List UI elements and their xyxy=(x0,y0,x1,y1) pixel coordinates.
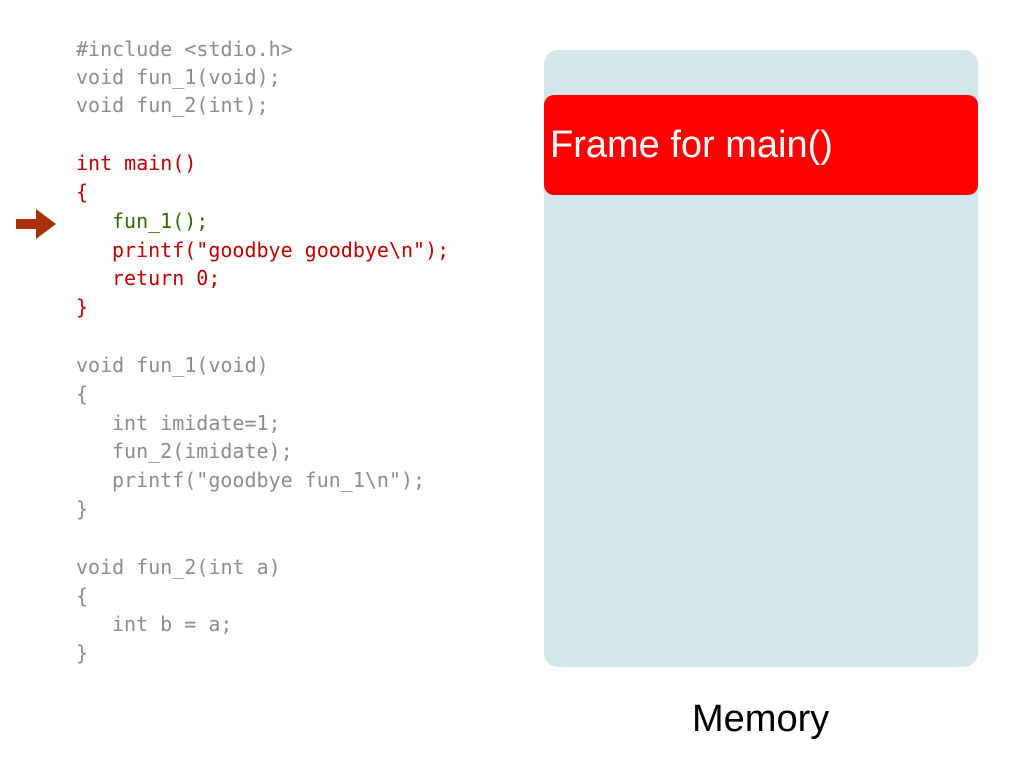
stack-frame-main: Frame for main() xyxy=(544,95,978,195)
code-line: void fun_1(void); xyxy=(76,65,281,89)
code-line: void fun_1(void) xyxy=(76,353,269,377)
code-line: void fun_2(int); xyxy=(76,93,269,117)
stack-frame-label: Frame for main() xyxy=(550,124,833,166)
code-line: int b = a; xyxy=(112,612,233,636)
code-line: } xyxy=(76,295,89,319)
code-line: #include <stdio.h> xyxy=(76,37,293,61)
code-line: printf("goodbye goodbye\n"); xyxy=(112,238,450,262)
right-arrow-icon xyxy=(16,209,56,239)
code-line: { xyxy=(76,180,89,204)
code-line: int imidate=1; xyxy=(112,411,281,435)
code-line: { xyxy=(76,382,89,406)
code-line: } xyxy=(76,641,89,665)
code-line: int main() xyxy=(76,151,197,175)
code-line: { xyxy=(76,584,89,608)
code-line: return 0; xyxy=(112,266,221,290)
code-line: printf("goodbye fun_1\n"); xyxy=(112,468,426,492)
code-line: void fun_2(int a) xyxy=(76,555,281,579)
code-line: } xyxy=(76,497,89,521)
code-line: fun_2(imidate); xyxy=(112,439,293,463)
memory-label: Memory xyxy=(692,698,830,740)
current-code-line: fun_1(); xyxy=(112,209,209,233)
